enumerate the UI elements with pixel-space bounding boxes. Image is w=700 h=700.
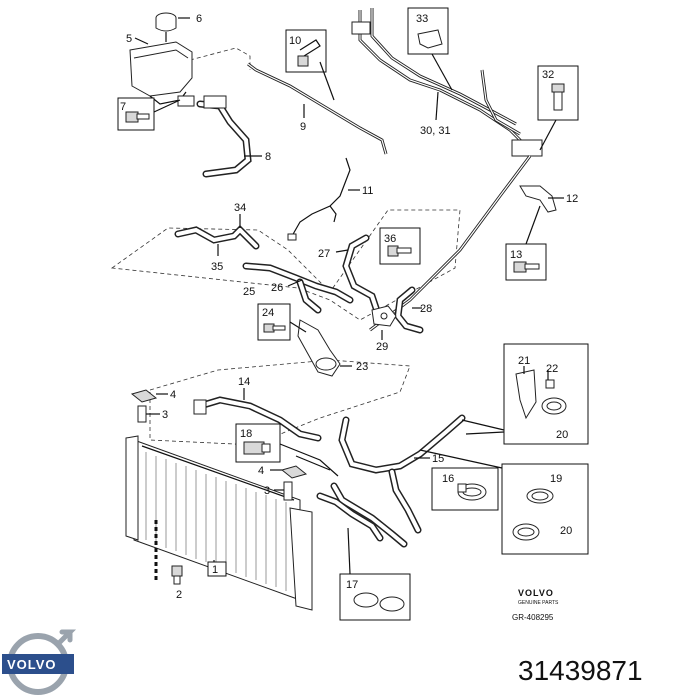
callout-32: 32 <box>542 69 554 81</box>
callout-8: 8 <box>265 151 271 163</box>
callout-20-upper: 20 <box>556 429 568 441</box>
callout-4-upper: 4 <box>170 389 176 401</box>
bolt-7-group <box>117 97 181 131</box>
callout-23: 23 <box>356 361 368 373</box>
callout-22: 22 <box>546 363 558 375</box>
bolt-32-group <box>537 65 579 151</box>
part-number: 31439871 <box>518 655 643 686</box>
pump-23 <box>297 319 341 377</box>
bolt-13-group <box>505 205 547 281</box>
callout-20-lower: 20 <box>560 525 572 537</box>
callout-35: 35 <box>211 261 223 273</box>
hose-15 <box>316 414 466 548</box>
callout-3-upper: 3 <box>162 409 168 421</box>
callout-15: 15 <box>432 453 444 465</box>
callout-4-lower: 4 <box>258 465 264 477</box>
logo-band <box>2 654 74 674</box>
wiring-11 <box>287 157 351 241</box>
pipe-assembly-30-31 <box>351 8 543 332</box>
expansion-tank <box>129 41 195 107</box>
upper-left-dashed-guide <box>189 47 251 70</box>
expansion-tank-cap <box>155 12 177 42</box>
clamps-19-20-group <box>419 449 589 555</box>
callout-33: 33 <box>416 13 428 25</box>
hose-8 <box>196 95 252 178</box>
hose-28 <box>394 286 424 334</box>
callout-box-1 <box>207 561 227 577</box>
bracket-12 <box>519 185 557 213</box>
callout-24: 24 <box>262 307 274 319</box>
callout-11: 11 <box>362 185 373 197</box>
callout-6: 6 <box>196 13 202 25</box>
callout-27: 27 <box>318 248 330 260</box>
callout-29: 29 <box>376 341 388 353</box>
clamp-16-group <box>431 467 499 511</box>
leader-to-21-box <box>465 431 505 435</box>
callout-36: 36 <box>384 233 396 245</box>
bushing-3-lower <box>283 481 293 501</box>
clamp-17-group <box>339 527 411 621</box>
logo-arrow-icon <box>55 629 77 647</box>
callout-labels: 6 5 7 8 9 10 11 33 30, 31 32 12 13 34 35… <box>120 13 578 601</box>
figure-reference: GR-408295 <box>512 613 554 622</box>
callout-12: 12 <box>566 193 578 205</box>
callout-14: 14 <box>238 376 250 388</box>
callout-17: 17 <box>346 579 358 591</box>
callout-21: 21 <box>518 355 530 367</box>
callout-28: 28 <box>420 303 432 315</box>
sensor-18-group <box>235 423 339 477</box>
callout-13: 13 <box>510 249 522 261</box>
hose-14 <box>193 396 322 442</box>
hose-34-35 <box>174 225 260 250</box>
callout-19: 19 <box>550 473 562 485</box>
callout-16: 16 <box>442 473 454 485</box>
hose-27 <box>342 234 380 312</box>
clip-33-group <box>407 7 453 91</box>
volvo-logo: VOLVO <box>2 629 77 695</box>
callout-30-31: 30, 31 <box>420 125 451 137</box>
mount-4-lower <box>280 465 308 479</box>
leader-18 <box>295 455 331 471</box>
callout-25: 25 <box>243 286 255 298</box>
bolt-24-group <box>257 303 307 341</box>
tube-9 <box>247 62 388 155</box>
bracket-clamp-21-22-20-group <box>461 343 589 445</box>
callout-9: 9 <box>300 121 306 133</box>
mount-4-upper <box>130 389 158 403</box>
callout-3-lower: 3 <box>264 485 270 497</box>
callout-10: 10 <box>289 35 301 47</box>
brand-name: VOLVO <box>518 588 554 598</box>
hose-25-26 <box>242 262 354 314</box>
clamp-10-group <box>285 29 335 101</box>
brand-subtitle: GENUINE PARTS <box>518 600 559 606</box>
callout-2: 2 <box>176 589 182 601</box>
bolt-36-group <box>379 227 421 265</box>
callout-7: 7 <box>120 101 126 113</box>
lower-assembly-outline <box>149 359 411 446</box>
bushing-3-upper <box>137 405 147 423</box>
callout-1: 1 <box>212 564 218 576</box>
callout-34: 34 <box>234 202 246 214</box>
callout-18: 18 <box>240 428 252 440</box>
drain-plug-2 <box>171 565 183 585</box>
callout-5: 5 <box>126 33 132 45</box>
callout-26: 26 <box>271 282 283 294</box>
logo-text: VOLVO <box>7 657 57 672</box>
radiator-1 <box>125 435 313 611</box>
thermostat-29 <box>371 305 397 327</box>
brand-block: VOLVO GENUINE PARTS GR-408295 <box>512 588 559 622</box>
